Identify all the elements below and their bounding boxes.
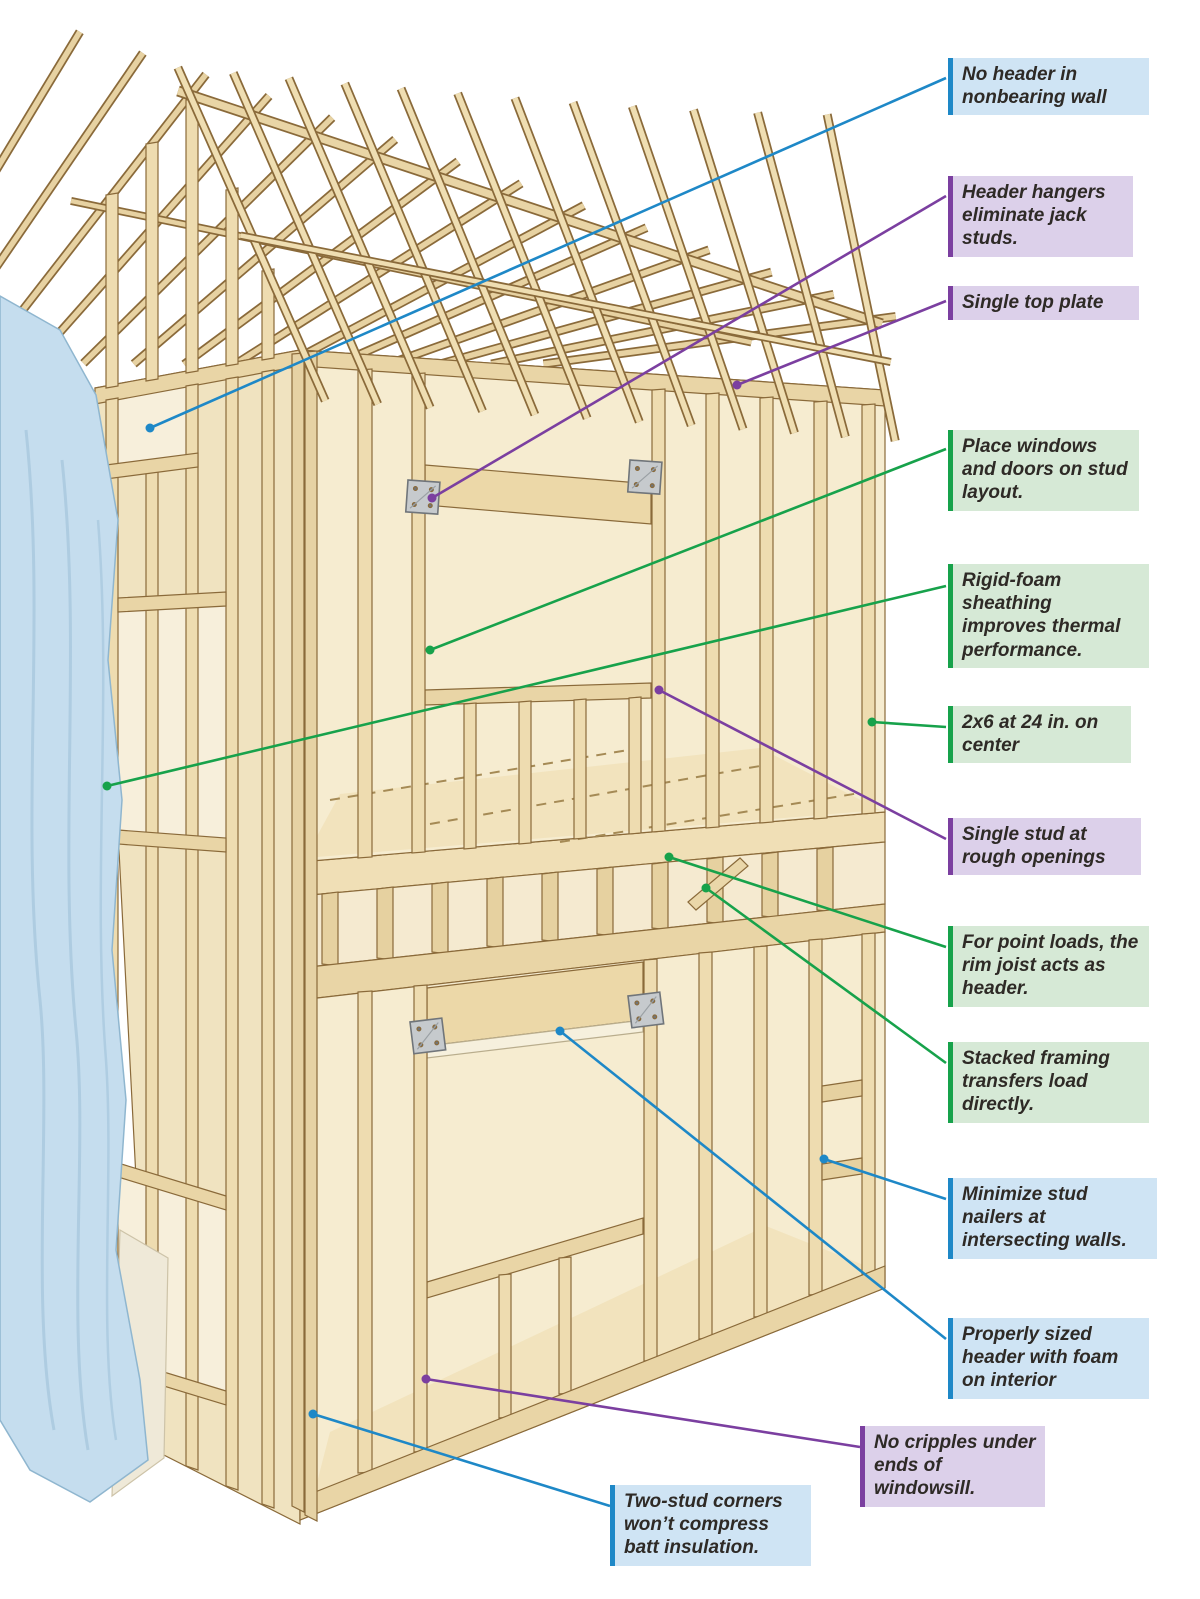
callout-text: Minimize stud nailers at intersecting wa… (962, 1184, 1127, 1252)
wall-stud (698, 951, 713, 1340)
gable-stud (185, 97, 199, 374)
floor-joist-end (651, 861, 669, 931)
wall-stud (813, 400, 828, 820)
gable-top-window-interior (118, 388, 186, 467)
callout-place-windows: Place windows and doors on stud layout. (948, 430, 1139, 511)
callout-single-stud: Single stud at rough openings (948, 818, 1141, 876)
header-hanger (626, 459, 663, 495)
callout-header-hangers: Header hangers eliminate jack studs. (948, 176, 1133, 257)
callout-text: Rigid-foam sheathing improves thermal pe… (962, 570, 1121, 661)
mid-cripple-stud (498, 1273, 512, 1419)
callout-text: For point loads, the rim joist acts as h… (962, 932, 1139, 1000)
cripple-stud (573, 698, 587, 840)
upper-front-wall (299, 349, 886, 863)
housewrap-streak (96, 519, 118, 1441)
king-stud (413, 984, 428, 1453)
header-hanger (409, 1017, 447, 1055)
floor-joist-end (761, 851, 779, 919)
callout-rigid-foam: Rigid-foam sheathing improves thermal pe… (948, 564, 1149, 668)
header-hanger (404, 479, 441, 515)
lower-front-wall (299, 931, 886, 1521)
mid-cripple-stud (558, 1256, 572, 1395)
callout-properly-sized: Properly sized header with foam on inter… (948, 1318, 1149, 1399)
wall-stud (759, 396, 774, 824)
housewrap-streak (60, 459, 90, 1451)
floor-joist-end (321, 891, 339, 967)
king-stud (411, 372, 426, 854)
wall-stud (261, 369, 275, 1509)
floor-joist-end (431, 881, 449, 955)
callout-text: Single stud at rough openings (962, 824, 1106, 869)
callout-text: Place windows and doors on stud layout. (962, 436, 1128, 504)
callout-text: 2x6 at 24 in. on center (962, 712, 1099, 757)
cripple-stud (463, 702, 477, 850)
floor-joist-end (486, 876, 504, 949)
wall-stud (705, 392, 720, 829)
single-rough-opening-stud (651, 388, 666, 833)
callout-text: No cripples under ends of windowsill. (874, 1432, 1036, 1500)
wall-stud (357, 990, 373, 1474)
cripple-stud (628, 696, 642, 835)
floor-joist-end (816, 846, 834, 913)
corner-stud (291, 352, 305, 1513)
cripple-stud (518, 700, 532, 845)
floor-joist-end (376, 886, 394, 961)
header-hanger (627, 991, 665, 1029)
callout-2x6-24: 2x6 at 24 in. on center (948, 706, 1131, 764)
rafter-board (0, 30, 83, 170)
gable-stud (145, 141, 159, 382)
wall-stud (185, 383, 199, 1471)
housewrap-streak (24, 429, 56, 1431)
callout-no-header: No header in nonbearing wall (948, 58, 1149, 116)
wall-stud (861, 403, 876, 815)
wall-stud (357, 368, 373, 859)
gable-upper-window-interior (118, 606, 226, 838)
wall-stud (808, 938, 823, 1296)
callout-text: Two-stud corners won’t compress batt ins… (624, 1491, 783, 1559)
callout-no-cripples: No cripples under ends of windowsill. (860, 1426, 1045, 1507)
gable-stud (105, 192, 119, 389)
rafter-board (0, 51, 146, 267)
floor-joist-end (596, 866, 614, 937)
callout-two-stud-corners: Two-stud corners won’t compress batt ins… (610, 1485, 811, 1566)
wall-stud (753, 945, 768, 1318)
callout-stacked-framing: Stacked framing transfers load directly. (948, 1042, 1149, 1123)
callout-text: Stacked framing transfers load directly. (962, 1048, 1110, 1116)
callout-text: Single top plate (962, 292, 1104, 313)
callout-text: Header hangers eliminate jack studs. (962, 182, 1106, 250)
callout-text: No header in nonbearing wall (962, 64, 1107, 109)
callout-single-top-plate: Single top plate (948, 286, 1139, 321)
wall-stud (225, 376, 239, 1491)
gable-stud (225, 187, 239, 367)
floor-joist-end (541, 871, 559, 943)
wall-stud (861, 932, 876, 1275)
callout-minimize-nailers: Minimize stud nailers at intersecting wa… (948, 1178, 1157, 1259)
callout-text: Properly sized header with foam on inter… (962, 1324, 1119, 1392)
two-stud-corner (291, 350, 318, 1522)
corner-stud (304, 350, 318, 1522)
callout-point-loads: For point loads, the rim joist acts as h… (948, 926, 1149, 1007)
